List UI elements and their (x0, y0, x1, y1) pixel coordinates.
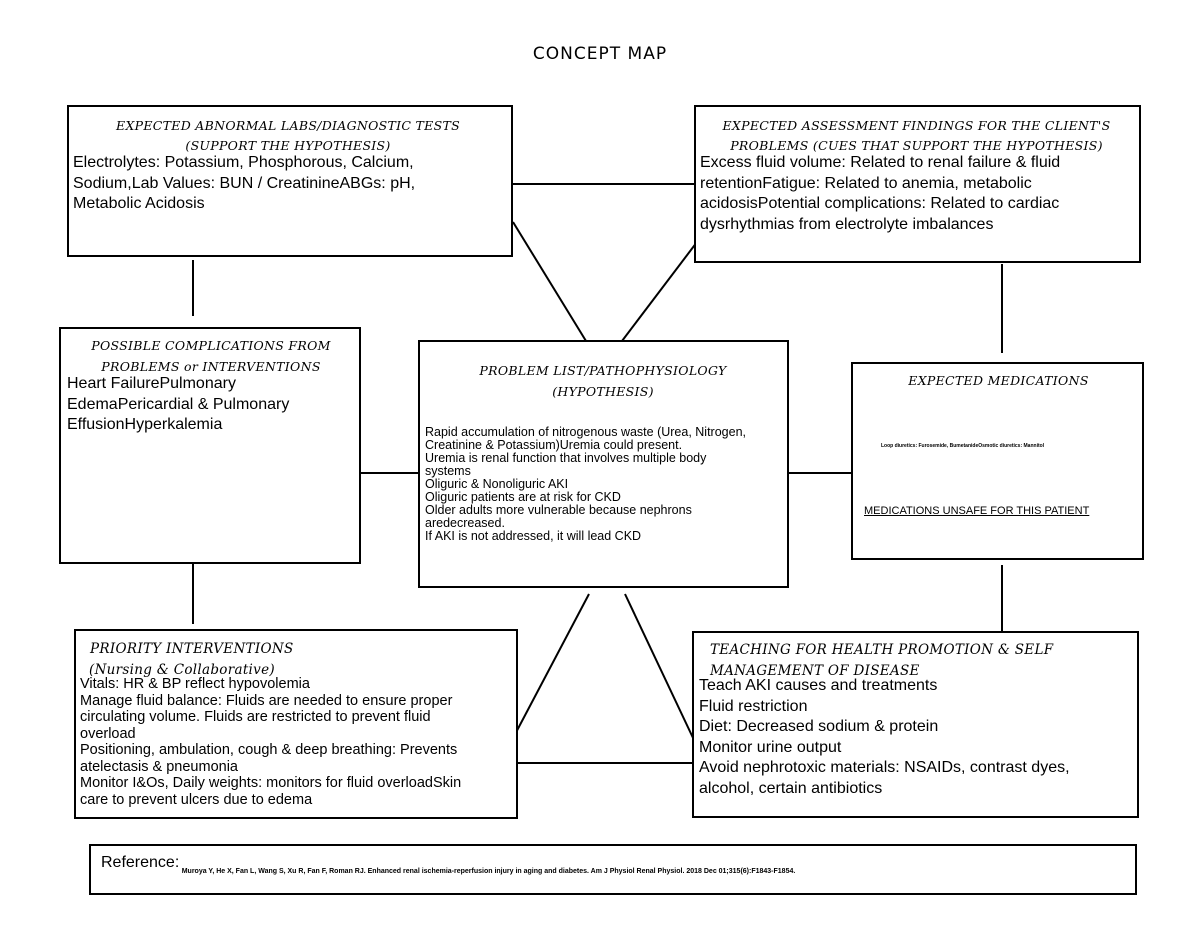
complications-subheading: PROBLEMS or INTERVENTIONS (101, 359, 321, 374)
labs-heading: EXPECTED ABNORMAL LABS/DIAGNOSTIC TESTS (116, 118, 460, 133)
assessment-heading: EXPECTED ASSESSMENT FINDINGS FOR THE CLI… (722, 118, 1111, 133)
reference-label: Reference: (101, 854, 180, 871)
problem-box: PROBLEM LIST/PATHOPHYSIOLOGY (HYPOTHESIS… (418, 340, 789, 588)
teaching-box: TEACHING FOR HEALTH PROMOTION & SELF MAN… (692, 631, 1139, 818)
interventions-text: Vitals: HR & BP reflect hypovolemia Mana… (80, 676, 462, 808)
connector-problem-teaching (624, 593, 695, 741)
page-title: CONCEPT MAP (532, 44, 668, 64)
medications-list: Loop diuretics: Furosemide, BumetanideOs… (881, 443, 1045, 449)
teaching-heading: TEACHING FOR HEALTH PROMOTION & SELF (710, 642, 1054, 658)
labs-text: Electrolytes: Potassium, Phosphorous, Ca… (73, 154, 416, 212)
reference-box: Reference: Muroya Y, He X, Fan L, Wang S… (89, 844, 1137, 895)
labs-box: EXPECTED ABNORMAL LABS/DIAGNOSTIC TESTS … (67, 105, 513, 257)
medications-unsafe-heading: MEDICATIONS UNSAFE FOR THIS PATIENT (864, 505, 1090, 517)
reference-citation: Muroya Y, He X, Fan L, Wang S, Xu R, Fan… (181, 868, 796, 875)
connector-problem-interventions (511, 593, 590, 741)
assessment-subheading: PROBLEMS (CUES THAT SUPPORT THE HYPOTHES… (730, 138, 1103, 153)
teaching-subheading: MANAGEMENT OF DISEASE (710, 663, 920, 679)
complications-box: POSSIBLE COMPLICATIONS FROM PROBLEMS or … (59, 327, 361, 564)
complications-text: Heart FailurePulmonary EdemaPericardial … (67, 375, 290, 433)
medications-box: EXPECTED MEDICATIONS Loop diuretics: Fur… (851, 362, 1144, 560)
interventions-box: PRIORITY INTERVENTIONS (Nursing & Collab… (74, 629, 518, 819)
problem-text: Rapid accumulation of nitrogenous waste … (425, 425, 747, 543)
problem-heading: PROBLEM LIST/PATHOPHYSIOLOGY (479, 363, 727, 378)
complications-heading: POSSIBLE COMPLICATIONS FROM (91, 338, 331, 353)
connector-assessment-problem (621, 241, 698, 342)
problem-subheading: (HYPOTHESIS) (552, 384, 654, 399)
labs-subheading: (SUPPORT THE HYPOTHESIS) (185, 138, 391, 153)
connector-labs-problem (512, 221, 587, 342)
assessment-text: Excess fluid volume: Related to renal fa… (700, 154, 1061, 233)
medications-heading: EXPECTED MEDICATIONS (908, 373, 1089, 388)
interventions-heading: PRIORITY INTERVENTIONS (90, 641, 294, 657)
assessment-box: EXPECTED ASSESSMENT FINDINGS FOR THE CLI… (694, 105, 1141, 263)
teaching-text: Teach AKI causes and treatments Fluid re… (699, 677, 1070, 797)
interventions-subheading: (Nursing & Collaborative) (89, 662, 275, 678)
